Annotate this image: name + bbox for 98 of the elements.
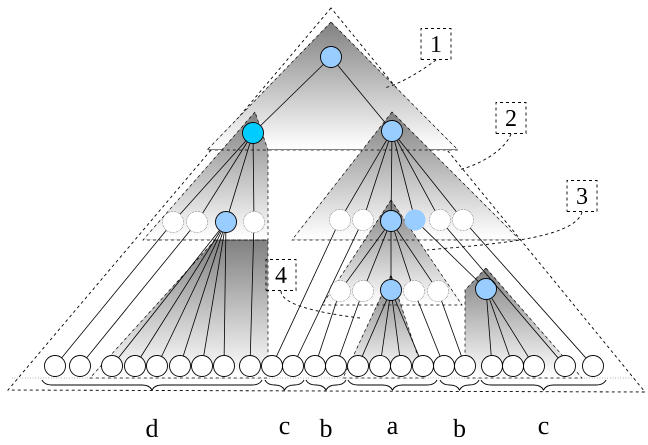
branch-line [252, 144, 254, 212]
node-circle [347, 355, 369, 377]
dotted-circle [427, 280, 449, 302]
node-circle [304, 355, 326, 377]
node-circle [412, 355, 434, 377]
dotted-circle [329, 209, 351, 231]
dotted-circle [162, 211, 184, 233]
branch-line [491, 298, 529, 358]
branch-line [203, 232, 225, 356]
brace-label: c [538, 422, 548, 434]
branch-line [422, 227, 479, 282]
node-circle [369, 355, 391, 377]
branch-line [161, 231, 222, 357]
node-circle [404, 210, 426, 230]
branch-line [486, 300, 492, 356]
node-circle [523, 355, 545, 377]
node-circle [481, 355, 503, 377]
dotted-circle [186, 211, 208, 233]
dotted-circle [352, 280, 374, 302]
branch-line [345, 140, 387, 212]
branch-line [366, 141, 389, 210]
dotted-circle [352, 209, 374, 231]
branch-line [366, 230, 388, 282]
branch-line [250, 232, 254, 356]
branch-line [390, 232, 392, 280]
leader-line [384, 60, 436, 88]
branch-line [339, 300, 360, 356]
node-circle [213, 355, 235, 377]
branch-line [470, 228, 586, 358]
node-circle [502, 355, 524, 377]
branch-line [394, 141, 413, 210]
node-circle [261, 355, 283, 377]
brace-label: b [320, 418, 332, 438]
branch-line [394, 231, 412, 282]
callout-box: 3 [566, 180, 598, 212]
node-circle [390, 355, 412, 377]
callout-box: 1 [420, 28, 452, 60]
branch-line [390, 142, 392, 210]
node-circle [242, 122, 264, 144]
leader-line [280, 290, 360, 318]
node-circle [381, 120, 403, 142]
branch-line [396, 140, 436, 211]
dotted-circle [403, 280, 425, 302]
branch-line [182, 232, 224, 356]
node-circle [320, 46, 342, 68]
branch-line [338, 65, 386, 123]
node-circle [454, 355, 476, 377]
branch-line [228, 143, 250, 212]
brace-label: c [280, 422, 290, 434]
branch-line [297, 229, 359, 357]
node-circle [475, 278, 497, 300]
branch-line [224, 232, 226, 356]
branch-line [446, 228, 558, 358]
branch-line [276, 229, 336, 356]
node-circle [44, 355, 66, 377]
node-circle [554, 355, 576, 377]
brace-label: b [453, 418, 466, 438]
branch-line [396, 230, 432, 282]
branch-line [260, 64, 324, 126]
branch-line [394, 300, 420, 356]
node-circle [380, 210, 402, 232]
node-circle [380, 279, 402, 301]
dotted-circle [329, 280, 351, 302]
branch-line [346, 229, 385, 283]
dotted-circle [429, 209, 451, 231]
node-circle [215, 211, 237, 233]
branch-line [441, 300, 462, 356]
node-circle [101, 355, 123, 377]
branch-line [62, 230, 167, 358]
dotted-circle [452, 209, 474, 231]
node-circle [169, 355, 191, 377]
callout-box: 2 [496, 102, 526, 134]
node-circle [433, 355, 455, 377]
dotted-circle [243, 211, 265, 233]
leader-line [426, 212, 582, 250]
branch-line [381, 300, 390, 356]
brace-label: a [388, 422, 398, 434]
branch-line [418, 300, 440, 356]
branch-line [86, 230, 191, 358]
brace-label: d [146, 418, 158, 438]
branch-line [392, 300, 400, 356]
node-circle [146, 355, 168, 377]
branch-line [489, 298, 510, 356]
branch-line [118, 230, 220, 358]
branch-line [398, 139, 457, 212]
node-circle [582, 355, 604, 377]
branch-line [180, 140, 246, 214]
node-circle [124, 355, 146, 377]
node-circle [191, 355, 213, 377]
branch-line [318, 300, 337, 356]
node-circle [282, 355, 304, 377]
node-circle [69, 355, 91, 377]
branch-line [202, 142, 248, 214]
branch-line [362, 300, 388, 356]
callout-box: 4 [266, 259, 296, 291]
branch-line [140, 230, 221, 358]
node-circle [239, 355, 261, 377]
node-circle [325, 355, 347, 377]
